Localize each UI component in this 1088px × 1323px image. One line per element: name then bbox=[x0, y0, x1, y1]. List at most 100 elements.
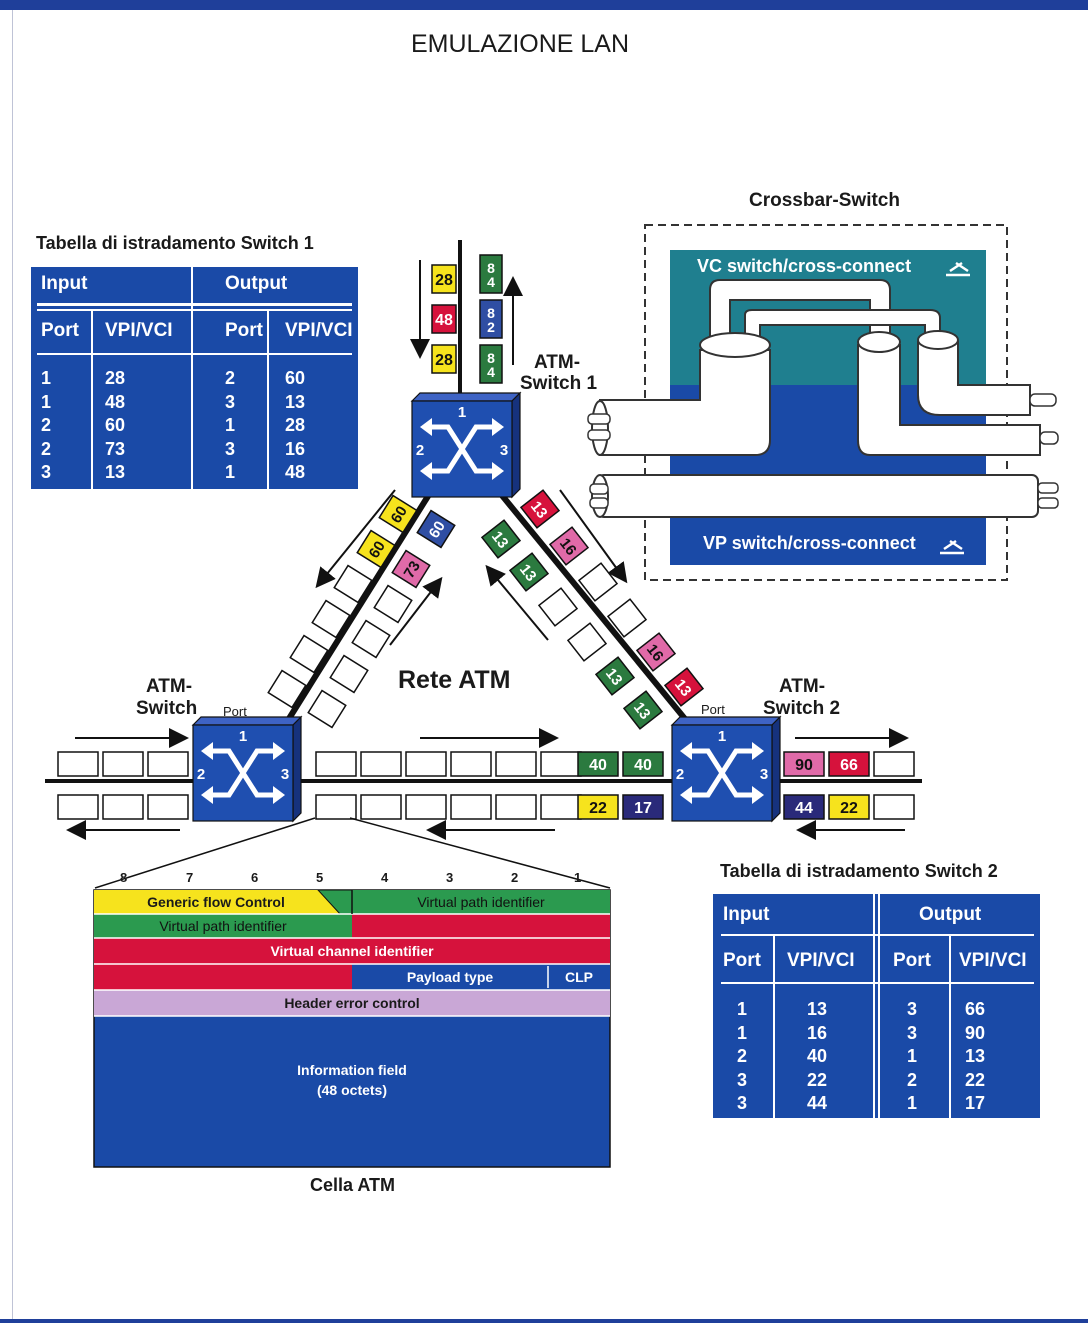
port-number: 2 bbox=[197, 766, 205, 783]
table2-port-in-header: Port bbox=[723, 950, 761, 971]
table1-input-header: Input bbox=[41, 273, 88, 294]
table1-title: Tabella di istradamento Switch 1 bbox=[36, 233, 314, 253]
cell-value: 4 bbox=[487, 364, 495, 380]
empty-cell bbox=[57, 751, 99, 777]
table2-input-header: Input bbox=[723, 904, 770, 925]
table1-out-port-col: 2 3 1 3 1 bbox=[225, 368, 236, 482]
empty-cell bbox=[267, 669, 307, 709]
switch1-name-1: ATM- bbox=[534, 352, 581, 373]
port-number: 1 bbox=[458, 404, 466, 421]
empty-cell bbox=[450, 751, 492, 777]
empty-cell bbox=[315, 751, 357, 777]
empty-cell bbox=[566, 622, 608, 662]
atm-cell: 60 bbox=[416, 509, 456, 549]
switch-left-name-1: ATM- bbox=[146, 676, 193, 697]
bit-7: 7 bbox=[186, 870, 194, 885]
empty-cell bbox=[540, 751, 582, 777]
empty-cell bbox=[102, 751, 144, 777]
switch2-name-1: ATM- bbox=[779, 676, 826, 697]
cell-value: 44 bbox=[795, 800, 813, 817]
table2-in-port-col: 1 1 2 3 3 bbox=[737, 999, 748, 1113]
empty-cell bbox=[289, 634, 329, 674]
table1-col-divider2 bbox=[267, 311, 269, 489]
cell-value: 2 bbox=[487, 319, 495, 335]
atm-cell: 13 bbox=[480, 519, 522, 559]
empty-cell bbox=[57, 794, 99, 820]
cell-value: 28 bbox=[435, 272, 453, 289]
table1-in-vpi-col: 28 48 60 73 13 bbox=[105, 368, 126, 482]
table2-sub-rule bbox=[721, 982, 1034, 984]
cell-value: 73 bbox=[401, 558, 424, 581]
port-number: 2 bbox=[676, 766, 684, 783]
cell-value: 60 bbox=[366, 538, 389, 561]
cell-value: 60 bbox=[426, 518, 449, 541]
table2-col-divider2 bbox=[949, 936, 951, 1118]
port-number: 3 bbox=[500, 442, 508, 459]
table2-header-rule bbox=[721, 934, 1034, 936]
table2-output-header: Output bbox=[919, 904, 982, 925]
atm-cell: 13 bbox=[508, 552, 550, 592]
cell-value: 22 bbox=[840, 800, 858, 817]
cell-value: 8 bbox=[487, 350, 495, 366]
table2-vpi-out-header: VPI/VCI bbox=[959, 950, 1027, 971]
info-field-line2: (48 octets) bbox=[316, 1082, 388, 1098]
cell-value: 40 bbox=[589, 757, 607, 774]
port-number: 2 bbox=[416, 442, 424, 459]
empty-cell bbox=[351, 619, 391, 659]
atm-cell: 84 bbox=[479, 254, 503, 294]
bit-5: 5 bbox=[316, 870, 324, 885]
atm-cell: 66 bbox=[828, 751, 870, 777]
vci-field: Virtual channel identifier bbox=[270, 943, 434, 959]
gfc-field: Generic flow Control bbox=[147, 894, 285, 910]
port-number: 3 bbox=[760, 766, 768, 783]
empty-cell bbox=[606, 598, 648, 638]
info-field-line1: Information field bbox=[297, 1062, 407, 1078]
empty-cell bbox=[147, 794, 189, 820]
empty-cell bbox=[537, 587, 579, 627]
bit-6: 6 bbox=[251, 870, 259, 885]
vpi-field-left: Virtual path identifier bbox=[159, 918, 287, 934]
table2-out-vpi-col: 66 90 13 22 17 bbox=[965, 999, 986, 1113]
table2-title: Tabella di istradamento Switch 2 bbox=[720, 861, 998, 881]
bottom-bar bbox=[0, 1319, 1088, 1323]
table1-out-vpi-col: 60 13 28 16 48 bbox=[285, 368, 306, 482]
table2-col-divider bbox=[773, 936, 775, 1118]
vp-label: VP switch/cross-connect bbox=[703, 533, 916, 553]
table1-sub-rule bbox=[37, 353, 352, 355]
atm-cell: 60 bbox=[356, 529, 396, 569]
atm-cell: 17 bbox=[622, 794, 664, 820]
cell-value: 13 bbox=[527, 498, 551, 522]
table1-output-header: Output bbox=[225, 273, 288, 294]
atm-cell: 48 bbox=[431, 304, 457, 334]
table2-out-port-col: 3 3 1 2 1 bbox=[907, 999, 918, 1113]
table1-header-rule2 bbox=[37, 309, 352, 311]
cell-value: 13 bbox=[630, 699, 654, 723]
empty-cell bbox=[495, 751, 537, 777]
atm-cell: 90 bbox=[783, 751, 825, 777]
crossbar-title: Crossbar-Switch bbox=[749, 190, 900, 211]
left-border bbox=[12, 10, 13, 1319]
atm-cell: 22 bbox=[577, 794, 619, 820]
bit-4: 4 bbox=[381, 870, 389, 885]
cell-value: 13 bbox=[602, 665, 626, 689]
crossbar-switch bbox=[587, 224, 1059, 581]
cell-value: 40 bbox=[634, 757, 652, 774]
table2-vpi-in-header: VPI/VCI bbox=[787, 950, 855, 971]
page-title: EMULAZIONE LAN bbox=[410, 30, 630, 58]
table1-vpi-in-header: VPI/VCI bbox=[105, 320, 173, 341]
atm-cell: 22 bbox=[828, 794, 870, 820]
cell-value: 13 bbox=[488, 528, 512, 552]
empty-cell bbox=[102, 794, 144, 820]
table1-port-in-header: Port bbox=[41, 320, 79, 341]
empty-cell bbox=[405, 751, 447, 777]
table2-port-out-header: Port bbox=[893, 950, 931, 971]
cell-value: 13 bbox=[671, 676, 695, 700]
empty-cell bbox=[405, 794, 447, 820]
atm-cell-format bbox=[93, 889, 611, 1168]
port-number: 1 bbox=[239, 728, 247, 745]
switch1-name-2: Switch 1 bbox=[520, 373, 598, 394]
atm-cell: 84 bbox=[479, 344, 503, 384]
atm-cell: 40 bbox=[577, 751, 619, 777]
